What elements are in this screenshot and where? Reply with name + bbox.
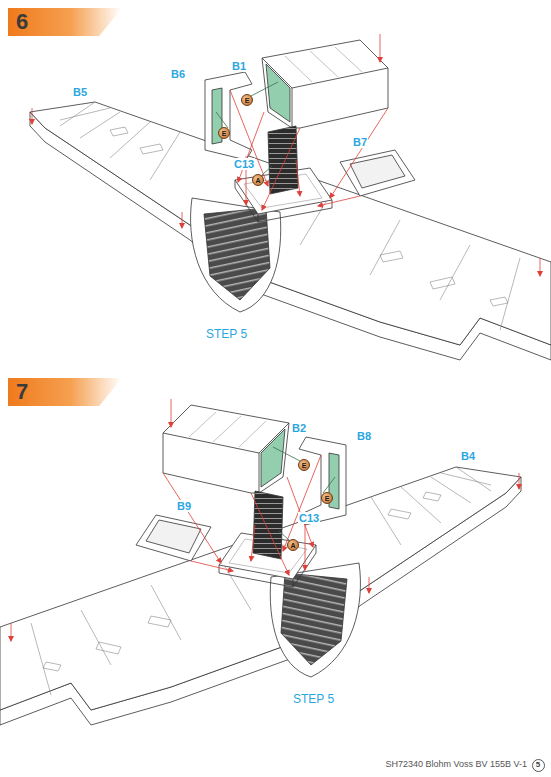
callout-letter: 5 bbox=[536, 761, 540, 769]
wing-assembly-step6 bbox=[30, 34, 551, 360]
part-number: B2 bbox=[291, 422, 307, 434]
wing-assembly-step7 bbox=[0, 399, 521, 725]
paint-callout: E bbox=[241, 94, 253, 106]
callout-letter: E bbox=[245, 97, 250, 104]
callout-letter: E bbox=[325, 495, 330, 502]
part-number: B9 bbox=[176, 500, 192, 512]
part-number: B6 bbox=[170, 68, 186, 80]
part-number: C13 bbox=[298, 512, 320, 524]
step-reference: STEP 5 bbox=[205, 328, 248, 340]
step-reference: STEP 5 bbox=[292, 693, 335, 705]
paint-callout: A bbox=[252, 174, 264, 186]
callout-letter: A bbox=[255, 177, 260, 184]
callout-letter: E bbox=[302, 462, 307, 469]
kit-title: SH72340 Blohm Voss BV 155B V-1 bbox=[384, 759, 528, 769]
part-number: B4 bbox=[460, 450, 476, 462]
callout-letter: E bbox=[222, 130, 227, 137]
page-number: 5 bbox=[532, 759, 545, 772]
step-number: 6 bbox=[8, 8, 122, 36]
paint-callout: E bbox=[321, 492, 333, 504]
paint-callout: A bbox=[287, 539, 299, 551]
step-number-text: 7 bbox=[8, 378, 122, 405]
part-number: B1 bbox=[231, 60, 247, 72]
step-number: 7 bbox=[8, 378, 122, 406]
part-number: B5 bbox=[72, 86, 88, 98]
callout-letter: A bbox=[290, 542, 295, 549]
part-number: C13 bbox=[233, 158, 255, 170]
part-number: B7 bbox=[352, 136, 368, 148]
paint-callout: E bbox=[298, 459, 310, 471]
paint-callout: E bbox=[218, 127, 230, 139]
step-number-text: 6 bbox=[8, 8, 122, 35]
part-number: B8 bbox=[356, 430, 372, 442]
